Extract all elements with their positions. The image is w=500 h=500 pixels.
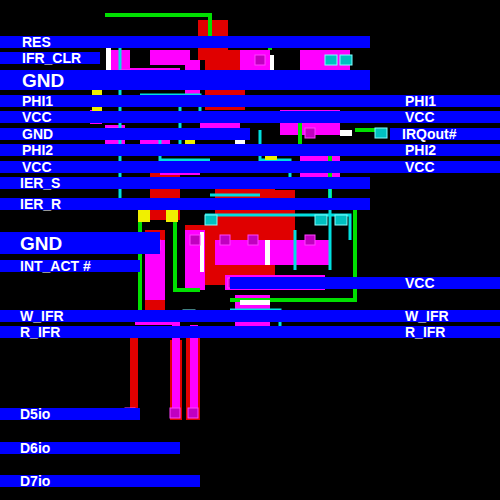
signal-label: GND [22,71,64,90]
signal-label: IRQout# [402,127,456,141]
signal-label: GND [20,234,62,253]
signal-label: PHI1 [22,94,53,108]
signal-label: VCC [405,160,435,174]
signal-label: W_IFR [20,309,64,323]
signal-label: PHI2 [405,143,436,157]
signal-label: VCC [405,276,435,290]
signal-label: R_IFR [405,325,445,339]
signal-label: VCC [405,110,435,124]
signal-label: D5io [20,407,50,421]
signal-label: GND [22,127,53,141]
signal-label: W_IFR [405,309,449,323]
signal-label: IFR_CLR [22,51,81,65]
signal-label: INT_ACT # [20,259,91,273]
signal-label: VCC [22,160,52,174]
signal-label: D6io [20,441,50,455]
signal-label: D7io [20,474,50,488]
signal-label: IER_R [20,197,61,211]
signal-label: PHI2 [22,143,53,157]
signal-label: IER_S [20,176,60,190]
signal-label: RES [22,35,51,49]
signal-label: VCC [22,110,52,124]
signal-label: R_IFR [20,325,60,339]
signal-label: PHI1 [405,94,436,108]
